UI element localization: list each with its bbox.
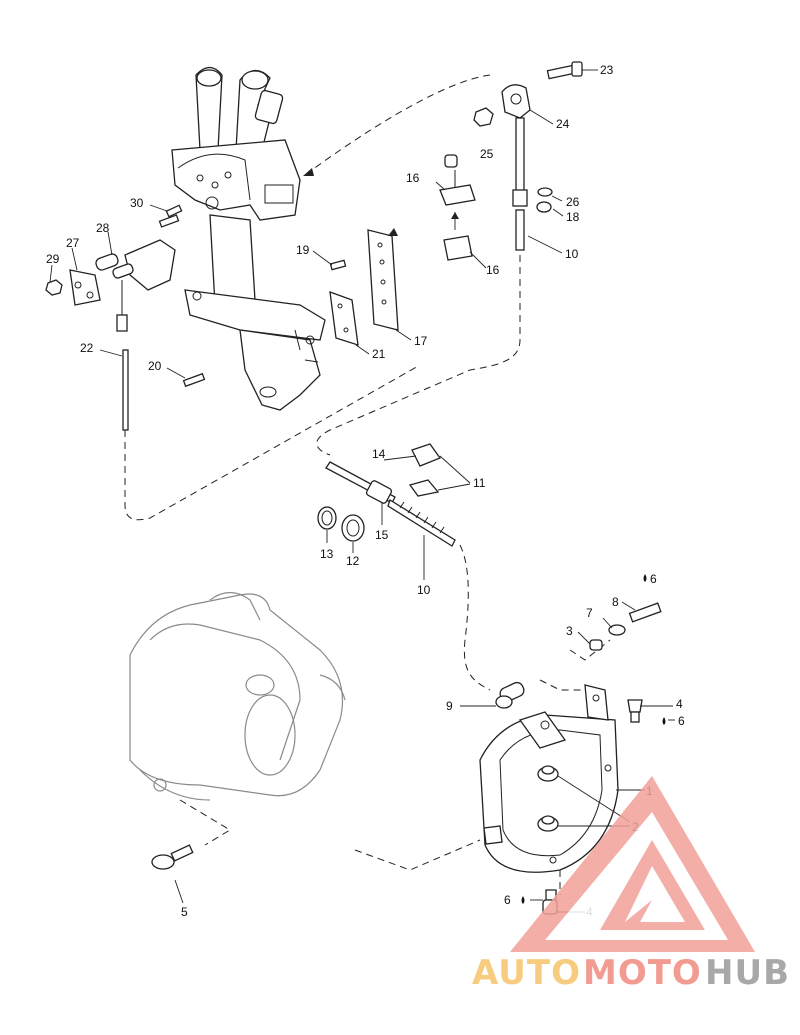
callout-10: 10 — [417, 583, 431, 597]
callout-12: 12 — [346, 554, 360, 568]
callout-27: 27 — [66, 236, 80, 250]
watermark-auto: AUTO — [472, 953, 581, 993]
cable-end-parts — [439, 61, 583, 261]
callout-3: 3 — [566, 624, 573, 638]
callout-23: 23 — [600, 63, 614, 77]
mounting-plates — [182, 229, 399, 388]
callout-6: 6 — [678, 714, 685, 728]
callout-14: 14 — [372, 447, 386, 461]
lever-assembly — [171, 66, 326, 411]
callout-9: 9 — [446, 699, 453, 713]
lever-side-parts — [45, 204, 183, 431]
watermark-logo-icon — [510, 776, 755, 952]
callout-13: 13 — [320, 547, 334, 561]
callout-20: 20 — [148, 359, 162, 373]
engine-housing-ghost — [129, 591, 346, 801]
callout-24: 24 — [556, 117, 570, 131]
callout-26: 26 — [566, 195, 580, 209]
shift-cable-parts — [317, 443, 456, 547]
callout-16: 16 — [406, 171, 420, 185]
callout-6: 6 — [650, 572, 657, 586]
bracket-assembly — [151, 602, 662, 915]
callout-4: 4 — [676, 697, 683, 711]
callout-6: 6 — [504, 893, 511, 907]
watermark-hub: HUB — [705, 953, 790, 993]
callout-15: 15 — [375, 528, 389, 542]
callout-29: 29 — [46, 252, 60, 266]
callout-17: 17 — [414, 334, 428, 348]
callout-5: 5 — [181, 905, 188, 919]
callout-28: 28 — [96, 221, 110, 235]
callout-16: 16 — [486, 263, 500, 277]
callout-25: 25 — [480, 147, 494, 161]
callout-30: 30 — [130, 196, 144, 210]
callout-10: 10 — [565, 247, 579, 261]
leader-lines — [49, 69, 675, 913]
callout-22: 22 — [80, 341, 94, 355]
callout-8: 8 — [612, 595, 619, 609]
callout-18: 18 — [566, 210, 580, 224]
cable-routing-lines — [124, 74, 611, 895]
callout-labels: 23 24 25 16 26 18 10 16 30 28 27 29 19 1… — [46, 63, 685, 919]
callout-7: 7 — [586, 606, 593, 620]
direction-arrows — [303, 168, 459, 236]
sealant-drop-icons — [521, 574, 666, 904]
callout-11: 11 — [473, 476, 486, 490]
automotohub-watermark: AUTO MOTO HUB — [472, 776, 790, 993]
callout-21: 21 — [372, 347, 386, 361]
callout-19: 19 — [296, 243, 310, 257]
watermark-moto: MOTO — [583, 953, 702, 993]
